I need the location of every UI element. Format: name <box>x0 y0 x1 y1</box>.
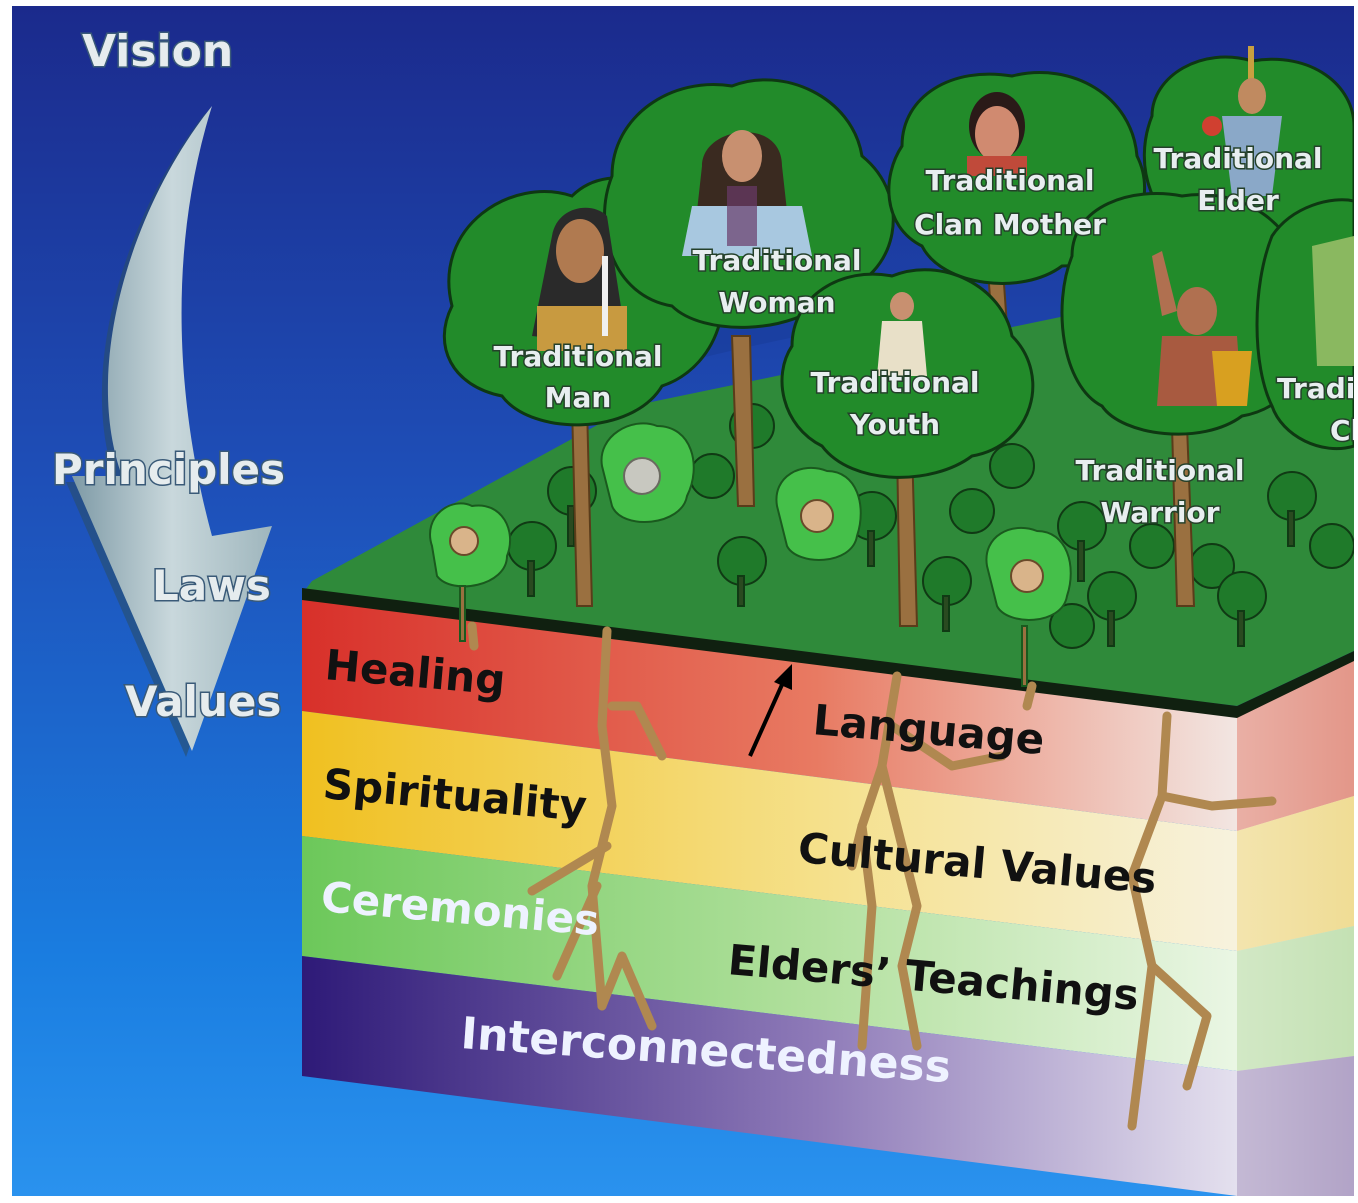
tree-label-man: Traditional Man <box>492 339 664 416</box>
roots <box>467 621 1277 1131</box>
layer-ceremonies <box>302 836 1237 1071</box>
principles-label: Principles <box>52 445 285 494</box>
laws-label: Laws <box>152 561 271 610</box>
tree-label-cut: Tradi Cl <box>1276 371 1355 449</box>
soil-block <box>302 591 1354 1196</box>
elder-figure-icon <box>1202 46 1282 196</box>
tree-label-youth: Traditional Youth <box>809 365 981 443</box>
svg-text:Traditional: Traditional <box>1153 142 1322 175</box>
vision-label: Vision <box>82 26 233 77</box>
svg-text:Cl: Cl <box>1330 414 1354 447</box>
portrait-figures <box>532 46 1354 406</box>
diagram-svg: Vision Principles Laws Values Traditiona… <box>51 25 1355 1196</box>
small-up-arrow-icon <box>748 664 792 757</box>
svg-text:Traditional: Traditional <box>1075 454 1244 487</box>
svg-text:Man: Man <box>545 381 612 414</box>
descending-arrow-icon <box>66 106 272 757</box>
child-bush-4 <box>985 526 1072 687</box>
svg-text:Tradi: Tradi <box>1277 372 1354 405</box>
svg-text:Traditional: Traditional <box>493 340 662 373</box>
svg-text:Traditional: Traditional <box>692 244 861 277</box>
tree-label-elder: Traditional Elder <box>1152 141 1324 219</box>
tree-label-clan-mother: Traditional Clan Mother <box>913 163 1108 243</box>
svg-text:Traditional: Traditional <box>925 164 1094 197</box>
tree-label-woman: Traditional Woman <box>691 243 863 321</box>
layer-interconnectedness <box>302 956 1237 1196</box>
svg-text:Youth: Youth <box>849 408 940 441</box>
svg-text:Clan Mother: Clan Mother <box>914 208 1106 241</box>
svg-text:Elder: Elder <box>1197 184 1279 217</box>
warrior-figure-icon <box>1152 251 1252 406</box>
clan-mother-figure-icon <box>967 92 1027 176</box>
values-label: Values <box>125 677 281 726</box>
tree-label-warrior: Traditional Warrior <box>1074 453 1246 531</box>
svg-text:Traditional: Traditional <box>810 366 979 399</box>
man-figure-icon <box>532 207 627 351</box>
diagram-panel: Vision Principles Laws Values Traditiona… <box>12 6 1354 1196</box>
svg-text:Woman: Woman <box>718 286 835 319</box>
child-bush-2 <box>600 422 695 523</box>
svg-text:Warrior: Warrior <box>1100 496 1219 529</box>
cut-figure-icon <box>1312 236 1354 366</box>
child-bush-1 <box>429 502 512 642</box>
youth-figure-icon <box>877 292 927 376</box>
layer-spirituality <box>302 711 1237 951</box>
child-bushes <box>429 422 1072 687</box>
child-bush-3 <box>775 466 862 561</box>
woman-figure-icon <box>682 130 812 256</box>
